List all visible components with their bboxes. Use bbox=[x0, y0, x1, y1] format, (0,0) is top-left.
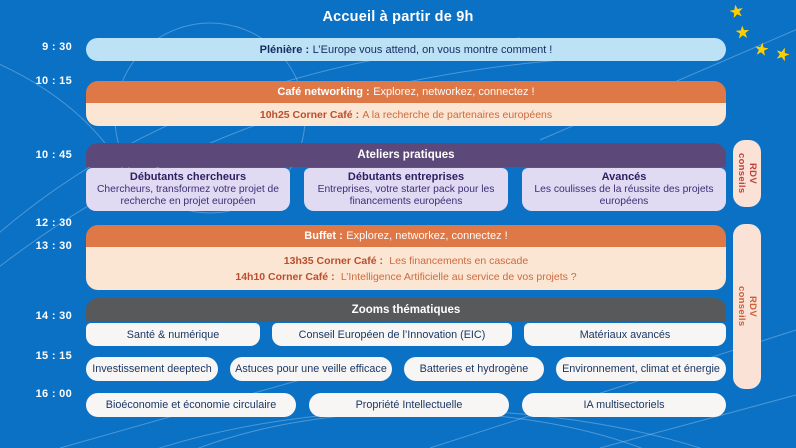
corner-cafe-1025-label: 10h25 Corner Café : bbox=[259, 108, 360, 121]
time-label-1515: 15 : 15 bbox=[35, 350, 72, 362]
ateliers-boxes-row: Débutants chercheurs Chercheurs, transfo… bbox=[86, 168, 726, 211]
atelier-title: Débutants chercheurs bbox=[129, 170, 247, 183]
cafe-networking-bar: Café networking : Explorez, networkez, c… bbox=[86, 81, 726, 103]
corner-cafe-1410-description: L’Intelligence Artificielle au service d… bbox=[340, 270, 577, 283]
atelier-title: Avancés bbox=[601, 170, 647, 183]
ateliers-pratiques-header: Ateliers pratiques bbox=[86, 143, 726, 167]
time-label-1600: 16 : 00 bbox=[35, 388, 72, 400]
corner-cafe-1335-label: 13h35 Corner Café : bbox=[283, 254, 383, 267]
sessions-1515-row: Investissement deeptech Astuces pour une… bbox=[86, 357, 726, 381]
buffet-corner-cafes-bar: 13h35 Corner Café : Les financements en … bbox=[86, 247, 726, 290]
time-label-1430: 14 : 30 bbox=[35, 310, 72, 322]
rdv-label-line2: conseils bbox=[736, 153, 747, 194]
corner-cafe-1025-bar: 10h25 Corner Café : A la recherche de pa… bbox=[86, 103, 726, 126]
zoom-sante-numerique: Santé & numérique bbox=[86, 323, 260, 346]
buffet-description: Explorez, networkez, connectez ! bbox=[346, 230, 508, 242]
eu-star-icon: ★ bbox=[734, 22, 751, 43]
session-propriete-intellectuelle: Propriété Intellectuelle bbox=[309, 393, 509, 417]
atelier-avances: Avancés Les coulisses de la réussite des… bbox=[522, 168, 726, 211]
page-title: Accueil à partir de 9h bbox=[322, 9, 474, 25]
atelier-debutants-entreprises: Débutants entreprises Entreprises, votre… bbox=[304, 168, 508, 211]
sessions-1600-row: Bioéconomie et économie circulaire Propr… bbox=[86, 393, 726, 417]
corner-cafe-1335-line: 13h35 Corner Café : Les financements en … bbox=[284, 253, 528, 269]
zoom-materiaux-avances: Matériaux avancés bbox=[524, 323, 726, 346]
cafe-networking-label: Café networking : bbox=[277, 86, 370, 98]
atelier-description: Les coulisses de la réussite des projets… bbox=[534, 183, 714, 208]
plenary-label: Plénière : bbox=[259, 43, 310, 56]
zooms-boxes-row: Santé & numérique Conseil Européen de l’… bbox=[86, 323, 726, 346]
time-label-1230: 12 : 30 bbox=[35, 217, 72, 229]
rdv-conseils-label: RDV conseils bbox=[736, 286, 758, 326]
eu-star-icon: ★ bbox=[772, 43, 793, 66]
session-ia-multisectoriels: IA multisectoriels bbox=[522, 393, 726, 417]
atelier-title: Débutants entreprises bbox=[347, 170, 465, 183]
zoom-conseil-europeen-innovation: Conseil Européen de l’Innovation (EIC) bbox=[272, 323, 512, 346]
rdv-conseils-label: RDV conseils bbox=[736, 153, 758, 193]
atelier-description: Chercheurs, transformez votre projet de … bbox=[97, 183, 279, 208]
session-investissement-deeptech: Investissement deeptech bbox=[86, 357, 218, 381]
atelier-description: Entreprises, votre starter pack pour les… bbox=[317, 183, 495, 208]
time-label-1330: 13 : 30 bbox=[35, 240, 72, 252]
session-batteries-hydrogene: Batteries et hydrogène bbox=[404, 357, 544, 381]
atelier-debutants-chercheurs: Débutants chercheurs Chercheurs, transfo… bbox=[86, 168, 290, 211]
buffet-bar: Buffet : Explorez, networkez, connectez … bbox=[86, 225, 726, 247]
cafe-networking-description: Explorez, networkez, connectez ! bbox=[373, 86, 535, 98]
corner-cafe-1410-label: 14h10 Corner Café : bbox=[235, 270, 335, 283]
corner-cafe-1410-line: 14h10 Corner Café : L’Intelligence Artif… bbox=[235, 269, 576, 285]
eu-star-icon: ★ bbox=[727, 0, 747, 23]
rdv-conseils-tab-afternoon: RDV conseils bbox=[733, 224, 761, 389]
session-astuces-veille-efficace: Astuces pour une veille efficace bbox=[230, 357, 392, 381]
zooms-thematiques-header: Zooms thématiques bbox=[86, 298, 726, 322]
rdv-label-line1: RDV bbox=[747, 296, 758, 317]
corner-cafe-1335-description: Les financements en cascade bbox=[389, 254, 529, 267]
rdv-label-line1: RDV bbox=[747, 163, 758, 184]
session-environnement-climat-energie: Environnement, climat et énergie bbox=[556, 357, 726, 381]
session-bioeconomie-circulaire: Bioéconomie et économie circulaire bbox=[86, 393, 296, 417]
time-label-1015: 10 : 15 bbox=[35, 75, 72, 87]
time-label-930: 9 : 30 bbox=[42, 41, 72, 53]
time-label-1045: 10 : 45 bbox=[35, 149, 72, 161]
eu-star-icon: ★ bbox=[752, 39, 771, 60]
rdv-conseils-tab-morning: RDV conseils bbox=[733, 140, 761, 207]
plenary-session-bar: Plénière : L’Europe vous attend, on vous… bbox=[86, 38, 726, 61]
plenary-description: L’Europe vous attend, on vous montre com… bbox=[312, 43, 553, 56]
rdv-label-line2: conseils bbox=[736, 286, 747, 327]
buffet-label: Buffet : bbox=[304, 230, 343, 242]
corner-cafe-1025-description: A la recherche de partenaires européens bbox=[362, 108, 553, 121]
